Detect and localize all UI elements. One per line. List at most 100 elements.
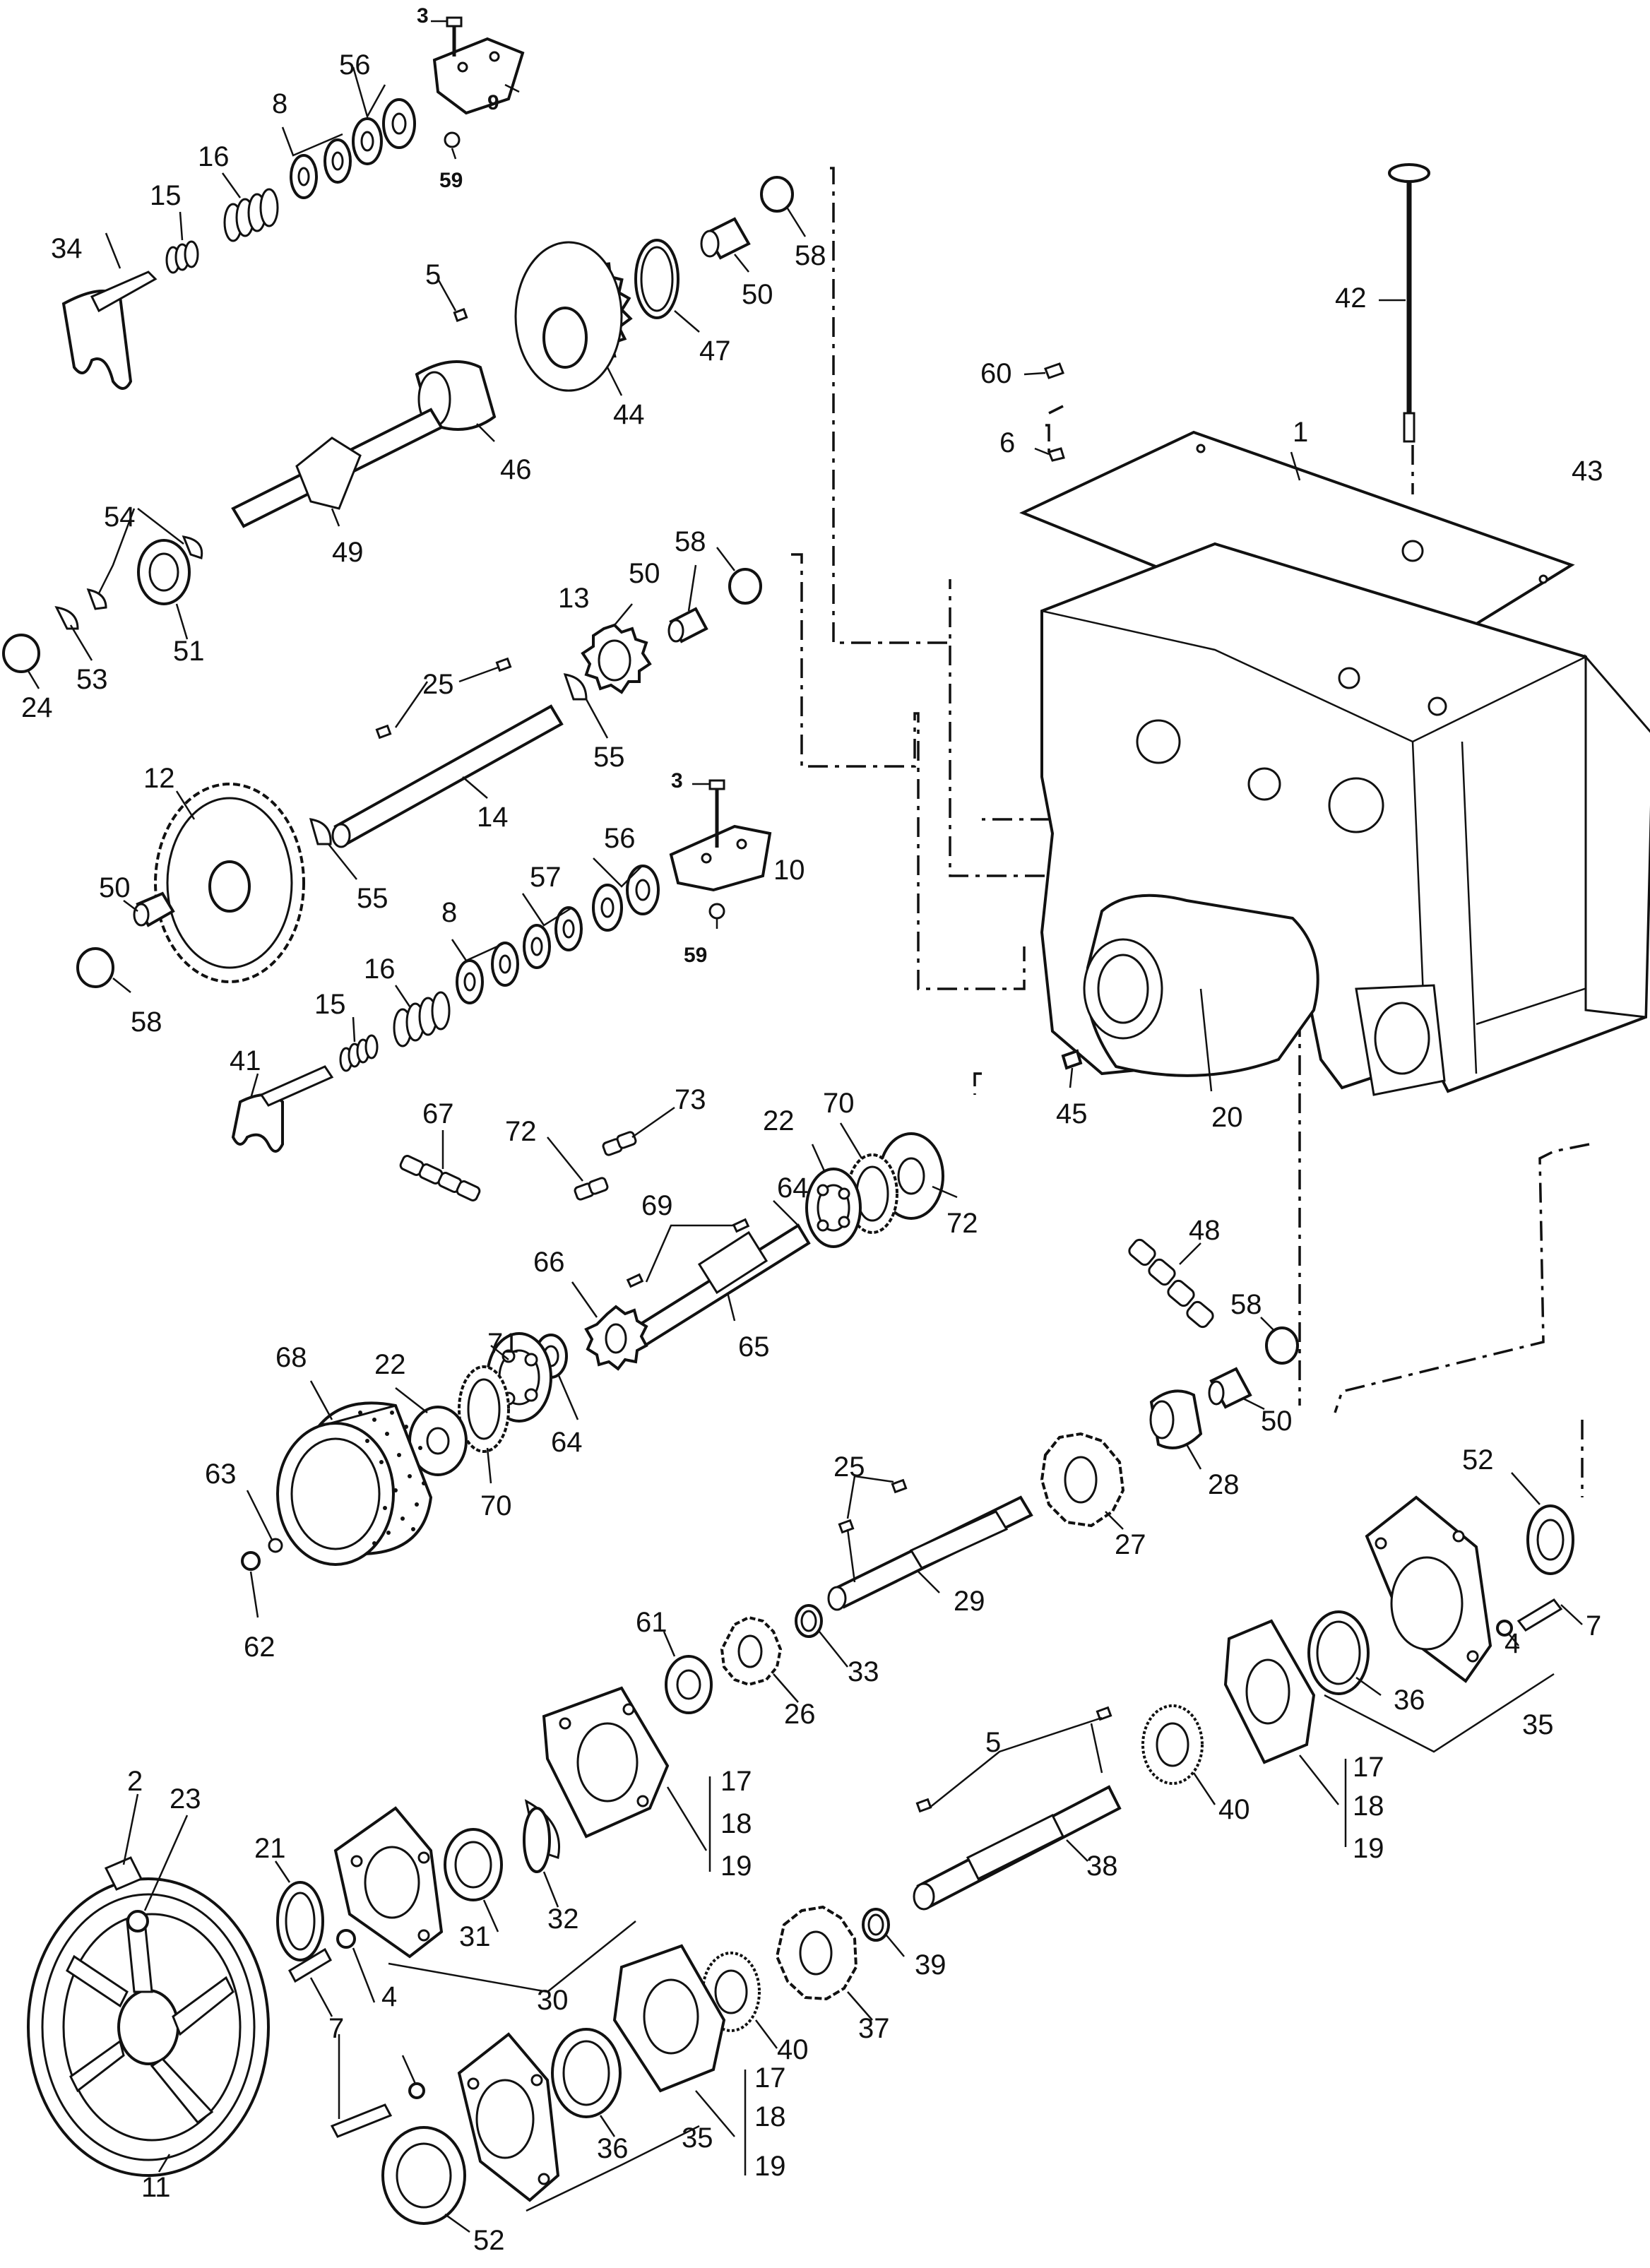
part-label-45: 45 bbox=[1056, 1098, 1088, 1129]
nut-upper bbox=[444, 131, 461, 148]
part-label-20: 20 bbox=[1211, 1102, 1243, 1133]
part-label-64b: 64 bbox=[551, 1427, 583, 1458]
key-14a bbox=[375, 724, 392, 740]
part-label-39: 39 bbox=[915, 1949, 946, 1981]
part-label-58d: 58 bbox=[1230, 1289, 1262, 1320]
part-label-61: 61 bbox=[636, 1607, 667, 1638]
part-label-25a: 25 bbox=[422, 669, 454, 700]
plug-60 bbox=[1044, 362, 1064, 379]
drive-shaft-65-group bbox=[571, 1122, 958, 1371]
part-label-55b: 55 bbox=[357, 883, 388, 914]
drain-plug-45 bbox=[1061, 1049, 1083, 1088]
plug-58-lower bbox=[76, 947, 114, 988]
part-label-47: 47 bbox=[699, 336, 731, 367]
plug-58-right bbox=[1265, 1326, 1299, 1365]
part-label-5a: 5 bbox=[425, 259, 441, 290]
spring-large-lower bbox=[393, 991, 451, 1047]
part-label-16a: 16 bbox=[198, 141, 230, 172]
snap-ring-55a bbox=[563, 673, 588, 701]
part-label-17a: 17 bbox=[1353, 1752, 1384, 1783]
part-label-4a: 4 bbox=[1504, 1628, 1520, 1659]
gear-12-group bbox=[76, 783, 357, 993]
left-flange-30-group bbox=[274, 1686, 711, 2017]
spring-small-lower bbox=[339, 1034, 379, 1072]
part-label-72a: 72 bbox=[505, 1116, 537, 1147]
part-label-49: 49 bbox=[332, 537, 364, 568]
part-label-1: 1 bbox=[1293, 417, 1308, 448]
part-label-44: 44 bbox=[613, 399, 645, 430]
part-label-18a: 18 bbox=[1353, 1791, 1384, 1822]
bolt-7-right bbox=[1517, 1598, 1563, 1632]
part-label-24: 24 bbox=[21, 692, 53, 723]
bearing-51-group bbox=[2, 508, 203, 689]
part-label-50d: 50 bbox=[1261, 1406, 1293, 1437]
part-label-10: 10 bbox=[773, 855, 805, 886]
drum-texture bbox=[358, 1411, 426, 1545]
plugs-60-6 bbox=[1023, 362, 1065, 462]
part-label-55a: 55 bbox=[593, 742, 625, 773]
shaft-29-group bbox=[663, 1475, 1033, 1714]
part-label-25b: 25 bbox=[833, 1451, 865, 1483]
part-label-41: 41 bbox=[230, 1045, 261, 1076]
part-label-68: 68 bbox=[275, 1342, 307, 1373]
part-label-15a: 15 bbox=[150, 180, 182, 211]
part-label-54: 54 bbox=[104, 501, 136, 533]
part-label-16b: 16 bbox=[364, 954, 396, 985]
dipstick-hole bbox=[1401, 540, 1424, 562]
part-label-56a: 56 bbox=[339, 49, 371, 81]
part-label-21: 21 bbox=[254, 1833, 286, 1864]
part-label-57: 57 bbox=[530, 862, 562, 893]
part-label-52b: 52 bbox=[473, 2225, 505, 2256]
nut-63 bbox=[268, 1538, 283, 1553]
part-label-5b: 5 bbox=[985, 1727, 1001, 1758]
bolt-7-left bbox=[288, 1947, 332, 1983]
part-label-7b: 7 bbox=[328, 2013, 344, 2044]
pin-69b bbox=[626, 1273, 644, 1288]
chain-links-small bbox=[399, 1106, 675, 1201]
nut-lower bbox=[708, 903, 725, 920]
part-label-71: 71 bbox=[487, 1328, 519, 1359]
upper-gear-shaft-group bbox=[231, 176, 807, 528]
part-label-59a: 59 bbox=[439, 169, 463, 192]
chain-48 bbox=[1128, 1238, 1214, 1329]
washer-4-right bbox=[1496, 1620, 1513, 1637]
part-label-67: 67 bbox=[422, 1098, 454, 1129]
part-label-62: 62 bbox=[244, 1632, 275, 1663]
shaft-14 bbox=[333, 704, 564, 846]
part-label-13: 13 bbox=[558, 583, 590, 614]
plug-58-upper bbox=[760, 176, 794, 213]
part-label-8b: 8 bbox=[441, 897, 457, 928]
bolt-7-lower bbox=[330, 2103, 393, 2138]
shaft-38-group bbox=[701, 1704, 1216, 2049]
key-38b bbox=[1096, 1706, 1112, 1721]
part-label-31: 31 bbox=[459, 1921, 491, 1952]
part-label-38: 38 bbox=[1086, 1851, 1118, 1882]
snap-ring-54a bbox=[182, 535, 203, 559]
part-label-17c: 17 bbox=[754, 2062, 786, 2094]
set-screw-2 bbox=[104, 1856, 143, 1891]
pulley-11-group bbox=[27, 1793, 270, 2177]
part-label-50a: 50 bbox=[742, 279, 773, 310]
spring-large-upper bbox=[223, 188, 279, 242]
part-label-18b: 18 bbox=[720, 1808, 752, 1839]
part-label-70a: 70 bbox=[823, 1088, 855, 1119]
snap-ring-55b bbox=[309, 818, 332, 845]
part-label-29: 29 bbox=[954, 1586, 985, 1617]
middle-shaft-group bbox=[331, 547, 762, 848]
spring-small-upper bbox=[165, 240, 199, 274]
part-label-34: 34 bbox=[51, 233, 83, 264]
part-label-56b: 56 bbox=[604, 823, 636, 854]
part-label-51: 51 bbox=[173, 636, 205, 667]
part-label-58a: 58 bbox=[795, 240, 826, 271]
pin-69a bbox=[732, 1218, 750, 1233]
bolt-62 bbox=[241, 1551, 261, 1571]
part-label-4b: 4 bbox=[381, 1981, 397, 2012]
part-label-48: 48 bbox=[1189, 1215, 1221, 1246]
part-label-12: 12 bbox=[143, 763, 175, 794]
part-label-3a: 3 bbox=[417, 4, 429, 28]
side-panel bbox=[1584, 653, 1650, 1019]
snap-ring-54b bbox=[86, 588, 107, 610]
right-flange-group bbox=[1223, 1472, 1583, 1847]
part-label-40b: 40 bbox=[777, 2034, 809, 2065]
